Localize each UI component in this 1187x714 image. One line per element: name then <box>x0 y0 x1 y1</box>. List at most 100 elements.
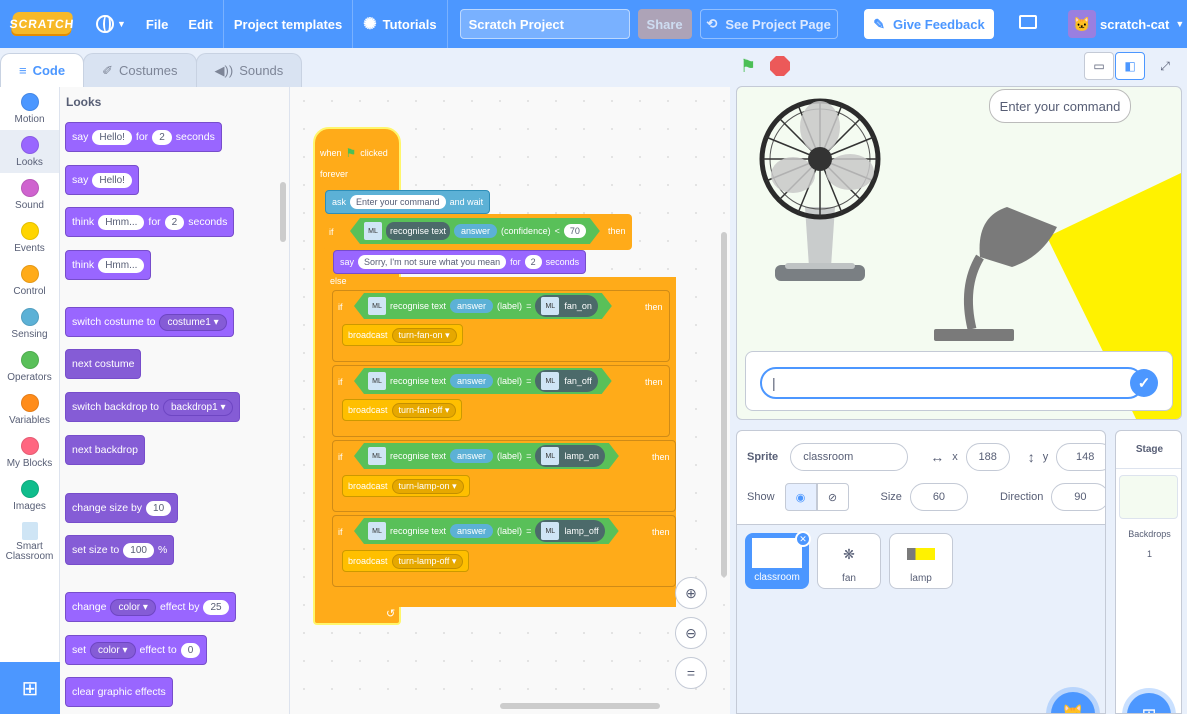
category-control[interactable]: Control <box>0 259 59 302</box>
share-button[interactable]: Share <box>637 9 692 39</box>
large-stage-button[interactable]: ◧ <box>1115 52 1145 80</box>
stage[interactable]: Enter your command | ✓ <box>736 86 1182 420</box>
edit-menu[interactable]: Edit <box>188 16 213 32</box>
tutorials-button[interactable]: ✺Tutorials <box>353 0 446 48</box>
choose-backdrop-button[interactable]: ⊞ <box>1127 693 1171 713</box>
submit-answer-button[interactable]: ✓ <box>1130 369 1158 397</box>
category-sensing[interactable]: Sensing <box>0 302 59 345</box>
stage-thumbnail[interactable] <box>1119 475 1178 519</box>
block-input[interactable]: 100 <box>123 542 154 558</box>
answer-reporter[interactable]: answer <box>450 449 493 463</box>
category-motion[interactable]: Motion <box>0 87 59 130</box>
next-costume-block[interactable]: next costume <box>65 349 142 379</box>
lamp-sprite[interactable] <box>932 197 1082 347</box>
fan-sprite[interactable] <box>755 97 885 287</box>
block-input[interactable]: 25 <box>203 599 229 615</box>
seconds-input[interactable]: 2 <box>524 255 542 269</box>
block-input[interactable]: Hmm... <box>98 214 145 230</box>
give-feedback-button[interactable]: ✎Give Feedback <box>864 9 994 39</box>
direction-input[interactable]: 90 <box>1051 483 1105 511</box>
message-dropdown[interactable]: turn-fan-off ▾ <box>391 402 457 418</box>
costume-dropdown[interactable]: costume1 ▾ <box>159 313 227 331</box>
code-vertical-scrollbar[interactable] <box>721 232 727 577</box>
scratch-logo[interactable]: SCRATCH <box>9 12 75 36</box>
block-input[interactable]: Hmm... <box>98 257 145 273</box>
answer-input[interactable]: | <box>760 367 1144 399</box>
x-input[interactable]: 188 <box>965 443 1010 471</box>
my-stuff-folder-icon[interactable] <box>1019 15 1037 29</box>
code-horizontal-scrollbar[interactable] <box>500 703 660 709</box>
message-dropdown[interactable]: turn-lamp-on ▾ <box>391 478 464 494</box>
answer-reporter[interactable]: answer <box>454 224 497 238</box>
block-input[interactable]: 2 <box>164 214 185 230</box>
threshold-input[interactable]: 70 <box>564 224 586 238</box>
category-my-blocks[interactable]: My Blocks <box>0 431 59 474</box>
small-stage-button[interactable]: ▭ <box>1084 52 1114 80</box>
zoom-in-button[interactable]: ⊕ <box>675 577 707 609</box>
green-flag-button[interactable]: ⚑ <box>740 56 762 76</box>
effect-dropdown[interactable]: color ▾ <box>90 641 136 659</box>
message-dropdown[interactable]: turn-fan-on ▾ <box>391 327 457 343</box>
file-menu[interactable]: File <box>145 16 169 32</box>
stop-button[interactable] <box>770 56 790 76</box>
add-extension-button[interactable]: ⊞ <box>0 662 60 714</box>
backdrop-dropdown[interactable]: backdrop1 ▾ <box>162 398 234 416</box>
answer-reporter[interactable]: answer <box>450 524 493 538</box>
palette-scrollbar[interactable] <box>280 182 286 242</box>
sprite-tile-classroom[interactable]: classroom✕ <box>745 531 811 589</box>
y-input[interactable]: 148 <box>1056 443 1105 471</box>
sprite-tile-fan[interactable]: ❋fan <box>817 533 881 589</box>
project-templates-menu[interactable]: Project templates <box>233 16 343 32</box>
show-hidden-button[interactable]: ⊘ <box>816 483 849 511</box>
project-title-input[interactable]: Scratch Project <box>459 9 630 39</box>
category-events[interactable]: Events <box>0 216 59 259</box>
delete-sprite-button[interactable]: ✕ <box>795 531 811 547</box>
sprite-tile-lamp[interactable]: lamp <box>889 533 953 589</box>
effect-dropdown[interactable]: color ▾ <box>110 598 156 616</box>
clear-effects-block[interactable]: clear graphic effects <box>65 677 173 707</box>
message-dropdown[interactable]: turn-lamp-off ▾ <box>391 553 464 569</box>
account-menu[interactable]: scratch-cat▼ <box>1100 0 1184 48</box>
block-input[interactable]: 10 <box>146 500 172 516</box>
ask-input[interactable]: Enter your command <box>350 195 446 209</box>
block-input[interactable]: Hello! <box>92 172 132 188</box>
size-input[interactable]: 60 <box>909 483 968 511</box>
zoom-reset-button[interactable]: = <box>675 657 707 689</box>
tab-sounds[interactable]: ◀))Sounds <box>195 53 303 87</box>
category-smart-classroom[interactable]: Smart Classroom <box>0 517 59 567</box>
hat-block[interactable]: when⚑clicked <box>320 143 388 163</box>
tab-code[interactable]: ≡Code <box>0 53 85 87</box>
answer-reporter[interactable]: answer <box>450 374 493 388</box>
category-looks[interactable]: Looks <box>0 130 59 173</box>
sprite-name-input[interactable]: classroom <box>790 443 909 471</box>
category-images[interactable]: Images <box>0 474 59 517</box>
answer-reporter[interactable]: answer <box>450 299 493 313</box>
category-variables[interactable]: Variables <box>0 388 59 431</box>
block-input[interactable]: 0 <box>180 642 201 658</box>
user-avatar[interactable]: 🐱 <box>1068 10 1096 38</box>
